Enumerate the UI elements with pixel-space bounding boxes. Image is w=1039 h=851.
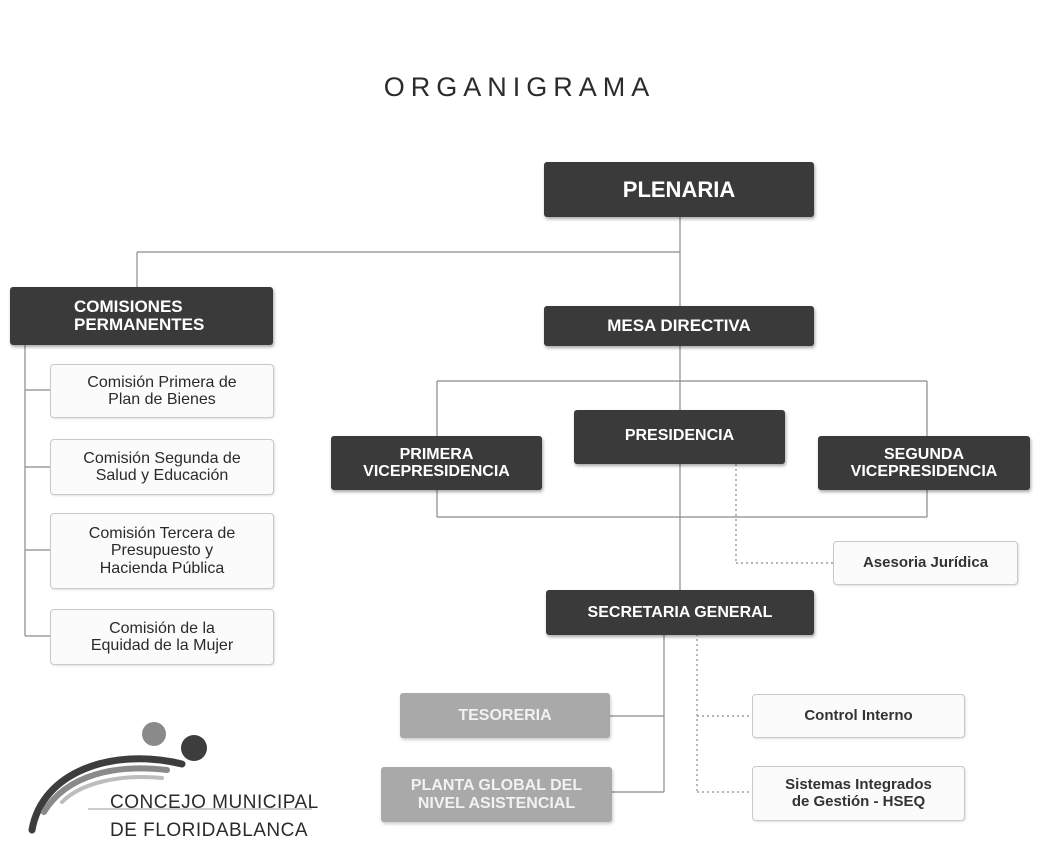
primera-vicepresidencia-box: PRIMERA VICEPRESIDENCIA <box>331 436 542 490</box>
asesoria-juridica-box: Asesoria Jurídica <box>833 541 1018 585</box>
sistemas-integrados-box: Sistemas Integrados de Gestión - HSEQ <box>752 766 965 821</box>
presidencia-box: PRESIDENCIA <box>574 410 785 464</box>
mesa-directiva-box: MESA DIRECTIVA <box>544 306 814 346</box>
control-interno-box: Control Interno <box>752 694 965 738</box>
secretaria-general-box: SECRETARIA GENERAL <box>546 590 814 635</box>
comision-equidad-box: Comisión de la Equidad de la Mujer <box>50 609 274 665</box>
page-title: ORGANIGRAMA <box>383 72 656 102</box>
comision-tercera-box: Comisión Tercera de Presupuesto y Hacien… <box>50 513 274 589</box>
logo-text-line2: DE FLORIDABLANCA <box>110 820 309 841</box>
comision-segunda-box: Comisión Segunda de Salud y Educación <box>50 439 274 495</box>
tesoreria-box: TESORERIA <box>400 693 610 738</box>
plenaria-box: PLENARIA <box>544 162 814 217</box>
comisiones-permanentes-box: COMISIONES PERMANENTES <box>10 287 273 345</box>
planta-global-box: PLANTA GLOBAL DEL NIVEL ASISTENCIAL <box>381 767 612 822</box>
concejo-logo: CONCEJO MUNICIPAL DE FLORIDABLANCA <box>22 712 322 842</box>
segunda-vicepresidencia-box: SEGUNDA VICEPRESIDENCIA <box>818 436 1030 490</box>
comision-primera-box: Comisión Primera de Plan de Bienes <box>50 364 274 418</box>
logo-text-line1: CONCEJO MUNICIPAL <box>110 792 319 813</box>
logo-emblem-icon <box>28 722 312 834</box>
